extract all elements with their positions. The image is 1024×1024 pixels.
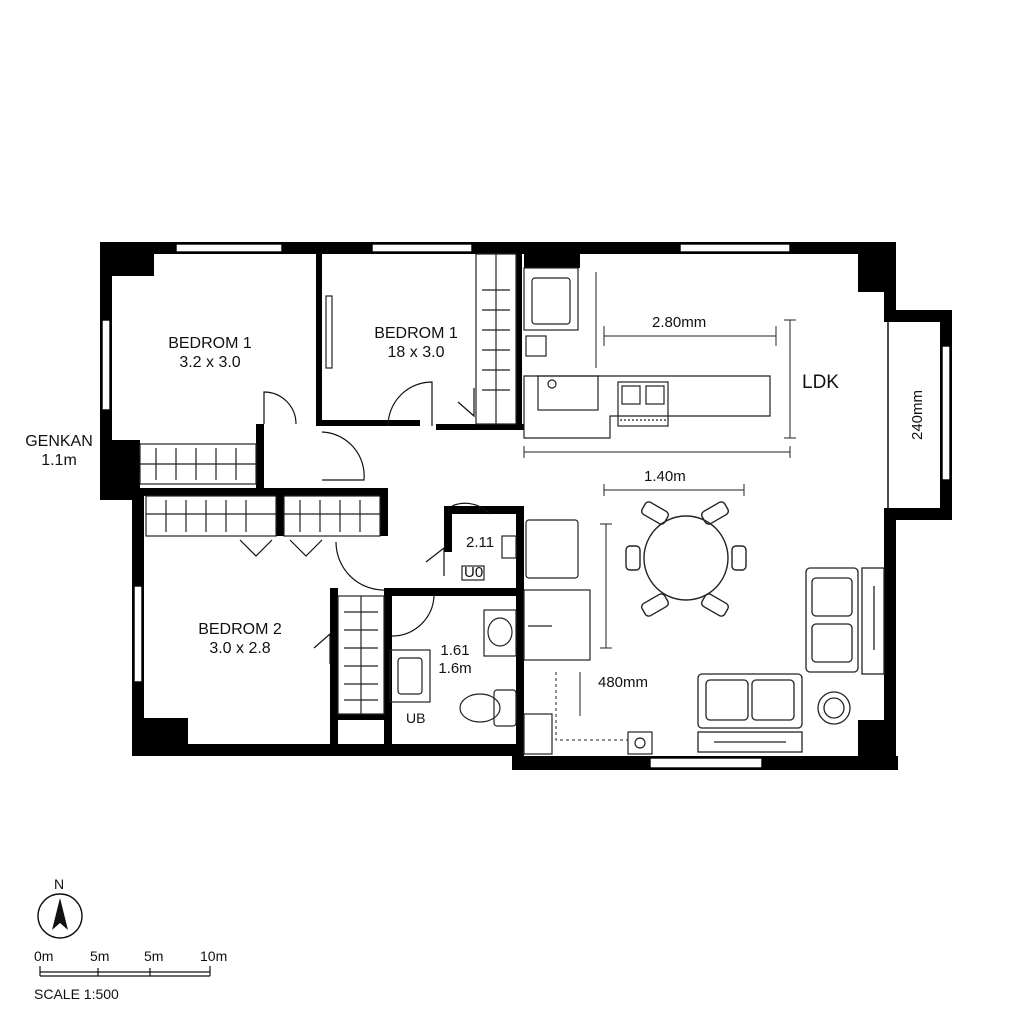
bedroom-1a-name: BEDROM 1 [168,335,252,352]
scale-tick-3: 10m [200,948,228,964]
kitchen [523,267,771,661]
scale-tick-1: 5m [90,948,110,964]
washroom-label: 1.61 1.6m [430,642,480,678]
bath-label: UB [406,710,426,726]
closets [139,253,517,715]
storage-sub-label: U0 [464,564,484,581]
bedroom-1b-size: 18 x 3.0 [387,344,445,362]
bedroom-2-size: 3.0 x 2.8 [209,640,271,658]
scale-text: SCALE 1:500 [34,986,119,1002]
genkan-label: GENKAN 1.1m [18,432,100,470]
storage-label: 2.11 [466,534,495,551]
windows [101,243,951,769]
north-label: N [54,876,65,892]
bathroom-fixtures [389,535,653,755]
bedroom-1b-label: BEDROM 1 18 x 3.0 [356,324,476,362]
interior-walls [144,254,524,756]
bedroom-1a-size: 3.2 x 3.0 [179,354,241,372]
genkan-name: GENKAN [25,433,93,450]
doors [239,381,491,664]
kitchen-width-dimension: 2.80mm [652,314,707,331]
genkan-size: 1.1m [41,452,77,470]
washroom-size: 1.6m [438,660,472,677]
living-furniture [697,567,885,753]
scale-tick-2: 5m [144,948,164,964]
exterior-walls [100,242,952,770]
washroom-number: 1.61 [440,642,470,659]
ldk-label: LDK [802,372,839,393]
dining-set [625,501,747,617]
scale-bar [39,966,211,977]
scale-tick-0: 0m [34,948,54,964]
kitchen-depth-dimension: 480mm [598,674,649,691]
dining-width-dimension: 1.40m [644,468,686,485]
window-height-dimension: 240mm [909,389,926,441]
bedroom-2-label: BEDROM 2 3.0 x 2.8 [180,620,300,658]
bedroom-1b-name: BEDROM 1 [374,325,458,342]
dimension-lines [523,272,796,741]
north-arrow [37,893,83,939]
bedroom-1a-label: BEDROM 1 3.2 x 3.0 [150,334,270,372]
bedroom-2-name: BEDROM 2 [198,621,282,638]
